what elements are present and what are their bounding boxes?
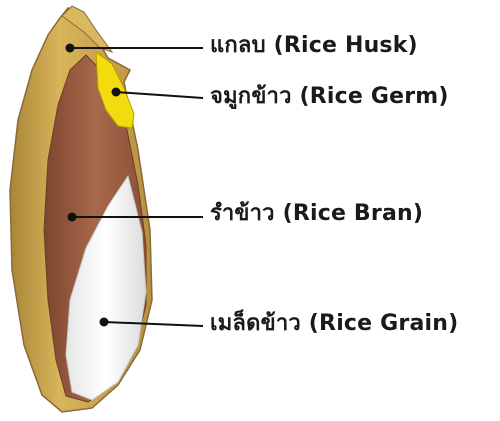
label-rice-germ: จมูกข้าว (Rice Germ) — [210, 86, 449, 108]
label-rice-bran: รำข้าว (Rice Bran) — [210, 203, 423, 225]
label-rice-husk: แกลบ (Rice Husk) — [210, 35, 418, 57]
label-rice-grain: เมล็ดข้าว (Rice Grain) — [210, 313, 458, 335]
